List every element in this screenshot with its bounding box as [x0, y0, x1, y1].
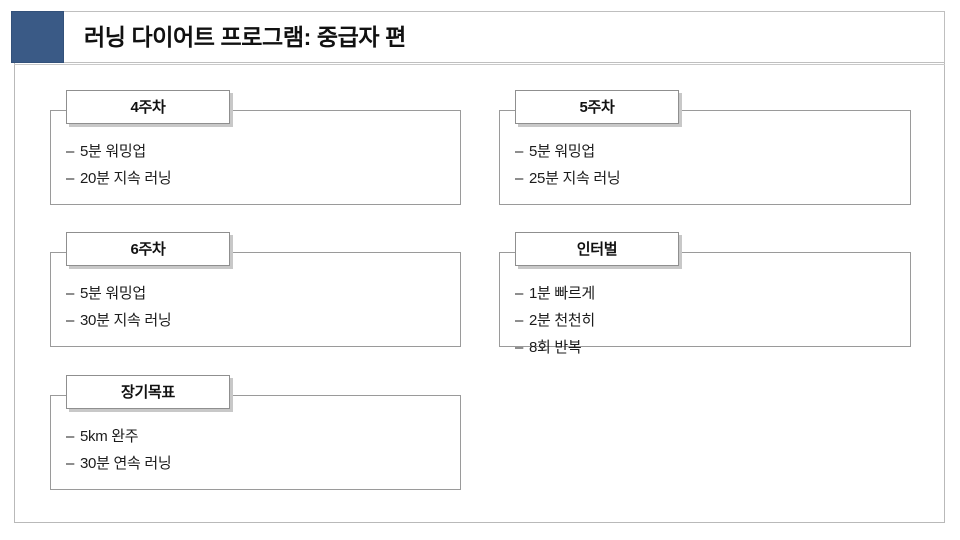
bullet-dash-icon: – — [515, 312, 524, 329]
list-item-label: 5분 워밍업 — [80, 285, 146, 302]
list-item: –5분 워밍업 — [66, 280, 171, 307]
bullet-dash-icon: – — [66, 143, 75, 160]
bullet-dash-icon: – — [515, 285, 524, 302]
card-body — [499, 110, 911, 205]
bullet-dash-icon: – — [515, 339, 524, 356]
bullet-dash-icon: – — [515, 143, 524, 160]
card-body — [50, 252, 461, 347]
list-item: –5분 워밍업 — [515, 138, 620, 165]
card-item-list: –5km 완주 –30분 연속 러닝 — [66, 423, 172, 477]
bullet-dash-icon: – — [66, 170, 75, 187]
bullet-dash-icon: – — [66, 455, 75, 472]
card-title: 인터벌 — [515, 232, 679, 266]
list-item: –20분 지속 러닝 — [66, 165, 172, 192]
card-title: 4주차 — [66, 90, 230, 124]
list-item-label: 30분 지속 러닝 — [80, 312, 172, 329]
list-item-label: 8회 반복 — [529, 339, 582, 356]
list-item: –1분 빠르게 — [515, 280, 595, 307]
card-item-list: –1분 빠르게 –2분 천천히 –8회 반복 — [515, 280, 595, 361]
card-title: 5주차 — [515, 90, 679, 124]
card-item-list: –5분 워밍업 –25분 지속 러닝 — [515, 138, 621, 192]
list-item: –30분 지속 러닝 — [66, 307, 172, 334]
bullet-dash-icon: – — [66, 428, 75, 445]
list-item: –25분 지속 러닝 — [515, 165, 621, 192]
slide-header: 러닝 다이어트 프로그램: 중급자 편 — [11, 11, 945, 63]
list-item: –8회 반복 — [515, 334, 595, 361]
list-item: –2분 천천히 — [515, 307, 595, 334]
header-bar — [64, 11, 945, 63]
card-title: 장기목표 — [66, 375, 230, 409]
list-item: –5분 워밍업 — [66, 138, 171, 165]
list-item: –5km 완주 — [66, 423, 171, 450]
bullet-dash-icon: – — [515, 170, 524, 187]
bullet-dash-icon: – — [66, 285, 75, 302]
header-accent-block — [11, 11, 64, 63]
list-item: –30분 연속 러닝 — [66, 450, 172, 477]
list-item-label: 5km 완주 — [80, 428, 139, 445]
list-item-label: 20분 지속 러닝 — [80, 170, 172, 187]
card-body — [50, 395, 461, 490]
bullet-dash-icon: – — [66, 312, 75, 329]
list-item-label: 30분 연속 러닝 — [80, 455, 172, 472]
list-item-label: 5분 워밍업 — [80, 143, 146, 160]
list-item-label: 2분 천천히 — [529, 312, 595, 329]
list-item-label: 5분 워밍업 — [529, 143, 595, 160]
card-title: 6주차 — [66, 232, 230, 266]
list-item-label: 1분 빠르게 — [529, 285, 595, 302]
card-item-list: –5분 워밍업 –30분 지속 러닝 — [66, 280, 172, 334]
card-item-list: –5분 워밍업 –20분 지속 러닝 — [66, 138, 172, 192]
list-item-label: 25분 지속 러닝 — [529, 170, 621, 187]
header-divider — [14, 64, 945, 65]
card-body — [50, 110, 461, 205]
card-body — [499, 252, 911, 347]
page-title: 러닝 다이어트 프로그램: 중급자 편 — [84, 24, 406, 50]
